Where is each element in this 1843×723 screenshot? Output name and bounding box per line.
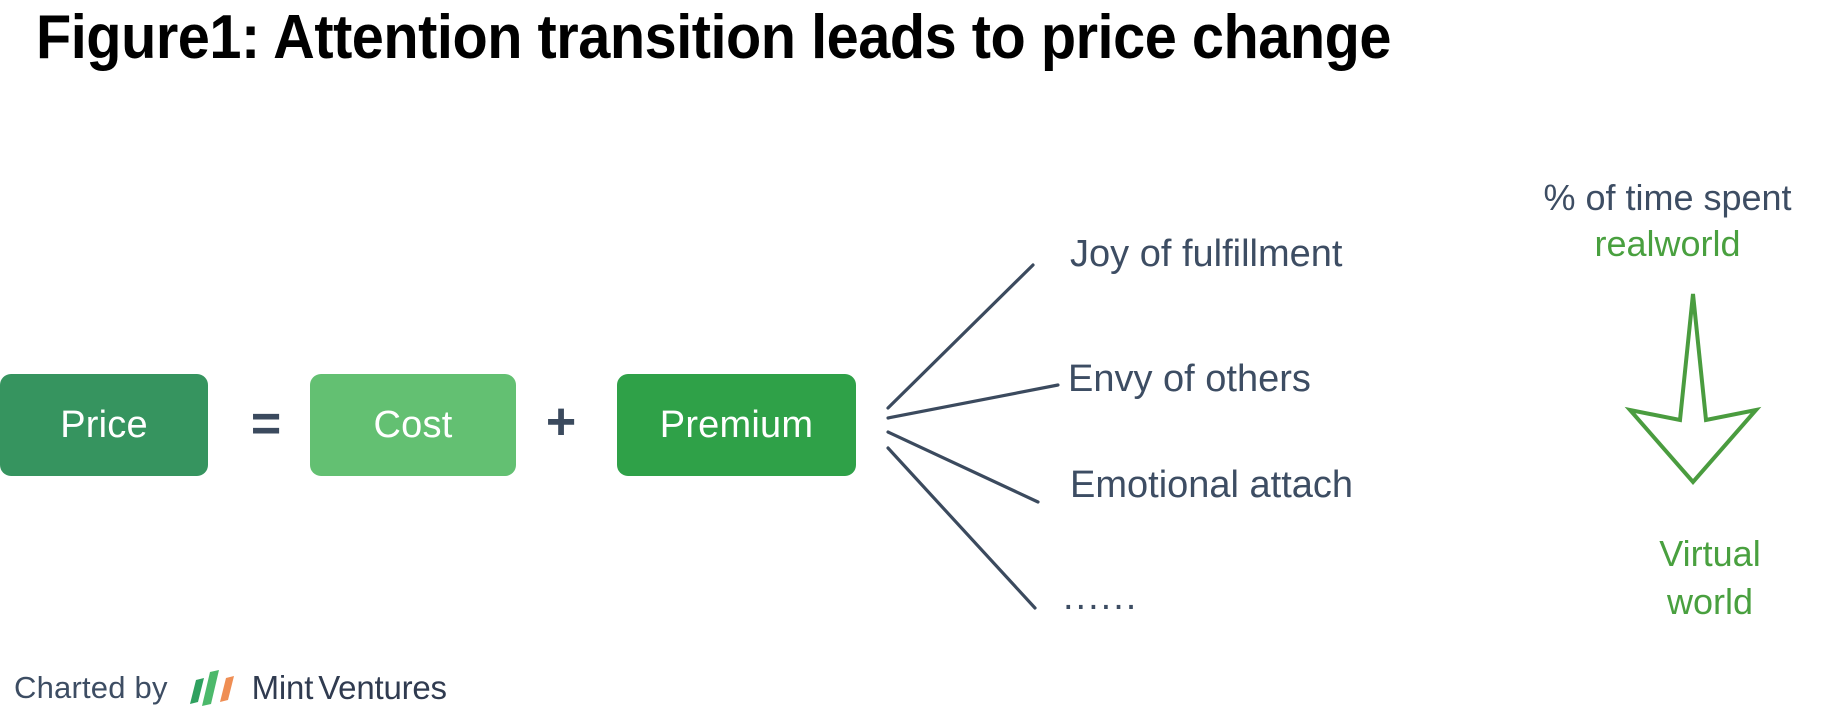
transition-heading-line1: % of time spent [1543,177,1792,218]
equation-term-cost: Cost [310,374,516,476]
equation-term-premium: Premium [617,374,856,476]
transition-footer-line2: world [1666,581,1754,622]
equals-sign: = [250,395,282,453]
connector-line-2 [886,383,1060,420]
connector-line-1 [886,263,1035,410]
transition-heading: % of time spent realworld [1492,175,1843,267]
connector-line-3 [886,430,1040,504]
brand-name-mint: Mint [251,669,314,706]
plus-sign: + [545,393,577,451]
premium-factor-label-2: Envy of others [1068,358,1311,400]
equation-term-price: Price [0,374,208,476]
transition-footer-line1: Virtual [1659,533,1761,574]
down-arrow-icon [1624,293,1762,486]
premium-factor-label-4: ...... [1063,576,1139,618]
premium-factor-label-3: Emotional attach [1070,464,1354,506]
equation-term-cost-label: Cost [373,403,453,446]
mint-ventures-logo-icon [189,670,234,706]
transition-footer: Virtual world [1580,530,1840,626]
connector-line-4 [886,446,1037,610]
transition-heading-line2: realworld [1594,223,1741,264]
equation-term-premium-label: Premium [659,403,814,446]
equation-term-price-label: Price [60,403,148,446]
brand-name-ventures: Ventures [318,669,447,706]
premium-factor-label-1: Joy of fulfillment [1070,233,1343,275]
charted-by-label: Charted by [14,670,168,705]
page-title: Figure1: Attention transition leads to p… [36,3,1391,72]
